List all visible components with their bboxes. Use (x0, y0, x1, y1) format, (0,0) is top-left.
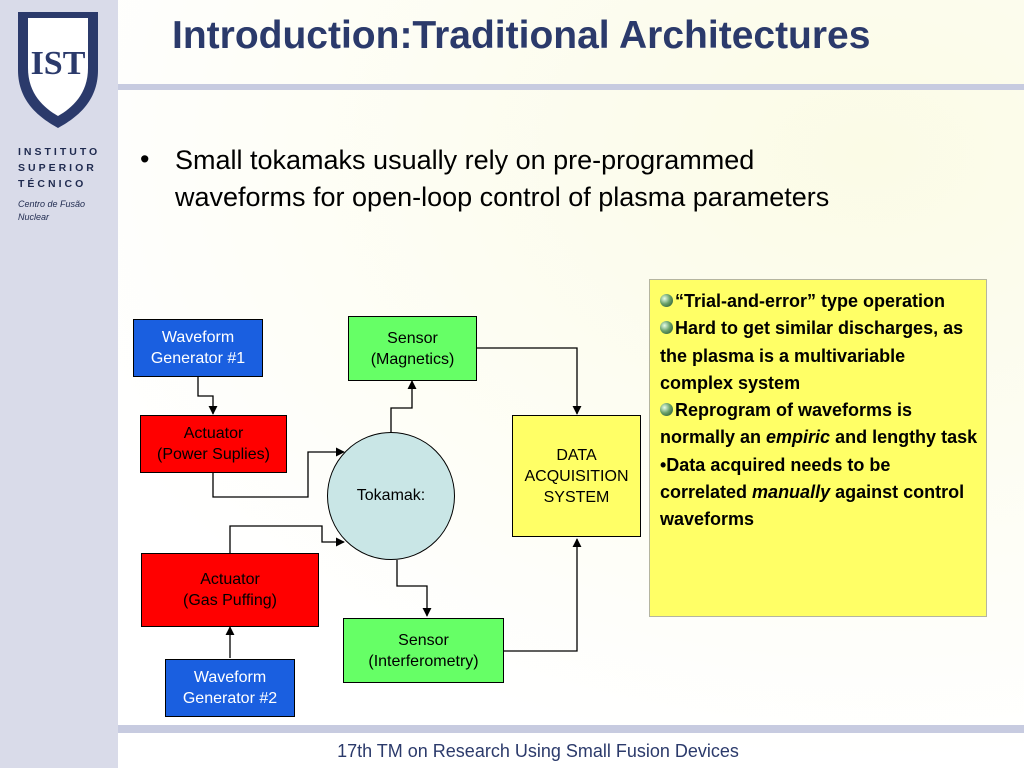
institution-name-line-2: SUPERIOR (18, 162, 97, 174)
institution-name-line-3: TÉCNICO (18, 178, 87, 190)
arrow-waveform1-to-actuator (197, 377, 218, 415)
arrow-tokamak-to-magnetics (390, 380, 417, 432)
main-bullet-text: Small tokamaks usually rely on pre-progr… (175, 145, 830, 212)
note-item-3: Reprogram of waveforms is normally an em… (660, 397, 978, 452)
green-orb-bullet-icon (660, 321, 673, 335)
institution-name-line-1: INSTITUTO (18, 146, 101, 158)
waveform-generator-1-box: Waveform Generator #1 (133, 319, 263, 377)
slide-footer: 17th TM on Research Using Small Fusion D… (337, 741, 739, 761)
sidebar: IST INSTITUTO SUPERIOR TÉCNICO Centro de… (0, 0, 118, 768)
sensor-interferometry-box: Sensor (Interferometry) (343, 618, 504, 683)
notes-box: “Trial-and-error” type operation Hard to… (649, 279, 987, 617)
note-item-3-text-b: and lengthy task (830, 427, 978, 448)
note-item-3-text-a: Reprogram of waveforms is normally an (660, 400, 913, 448)
bullet-marker: • (140, 144, 150, 174)
note-item-2-text: Hard to get similar discharges, as the p… (660, 318, 964, 393)
arrow-magnetics-to-daq (477, 347, 582, 415)
note-item-4-text-b: against control waveforms (660, 482, 965, 530)
ist-shield-logo: IST (18, 12, 98, 128)
footer-divider (118, 725, 1024, 733)
note-item-1-text: “Trial-and-error” type operation (675, 291, 946, 311)
arrow-interferometry-to-daq (504, 538, 582, 652)
note-item-4: •Data acquired needs to be correlated ma… (660, 452, 978, 534)
tokamak-node: Tokamak: (327, 432, 455, 560)
note-item-4-emphasis: manually (752, 482, 831, 503)
sensor-magnetics-box: Sensor (Magnetics) (348, 316, 477, 381)
data-acquisition-system-box: DATA ACQUISITION SYSTEM (512, 415, 641, 537)
arrow-actuator-gas-to-tokamak (229, 525, 345, 553)
note-item-4-text-a: •Data acquired needs to be correlated (660, 454, 891, 503)
green-orb-bullet-icon (660, 403, 673, 417)
green-orb-bullet-icon (660, 294, 673, 307)
arrow-tokamak-to-interferometry (396, 560, 432, 617)
arrow-actuator-power-to-tokamak (212, 447, 345, 498)
slide-title: Introduction:Traditional Architectures (172, 14, 871, 57)
note-item-3-emphasis: empiric (766, 427, 831, 448)
waveform-generator-2-box: Waveform Generator #2 (165, 659, 295, 717)
note-item-2: Hard to get similar discharges, as the p… (660, 315, 978, 397)
actuator-gas-puffing-box: Actuator (Gas Puffing) (141, 553, 319, 627)
department-line-2: Nuclear (18, 212, 50, 222)
department-line-1: Centro de Fusão (18, 199, 86, 209)
title-divider (118, 84, 1024, 90)
logo-text: IST (31, 45, 86, 82)
actuator-power-supplies-box: Actuator (Power Suplies) (140, 415, 287, 473)
note-item-1: “Trial-and-error” type operation (660, 288, 978, 315)
